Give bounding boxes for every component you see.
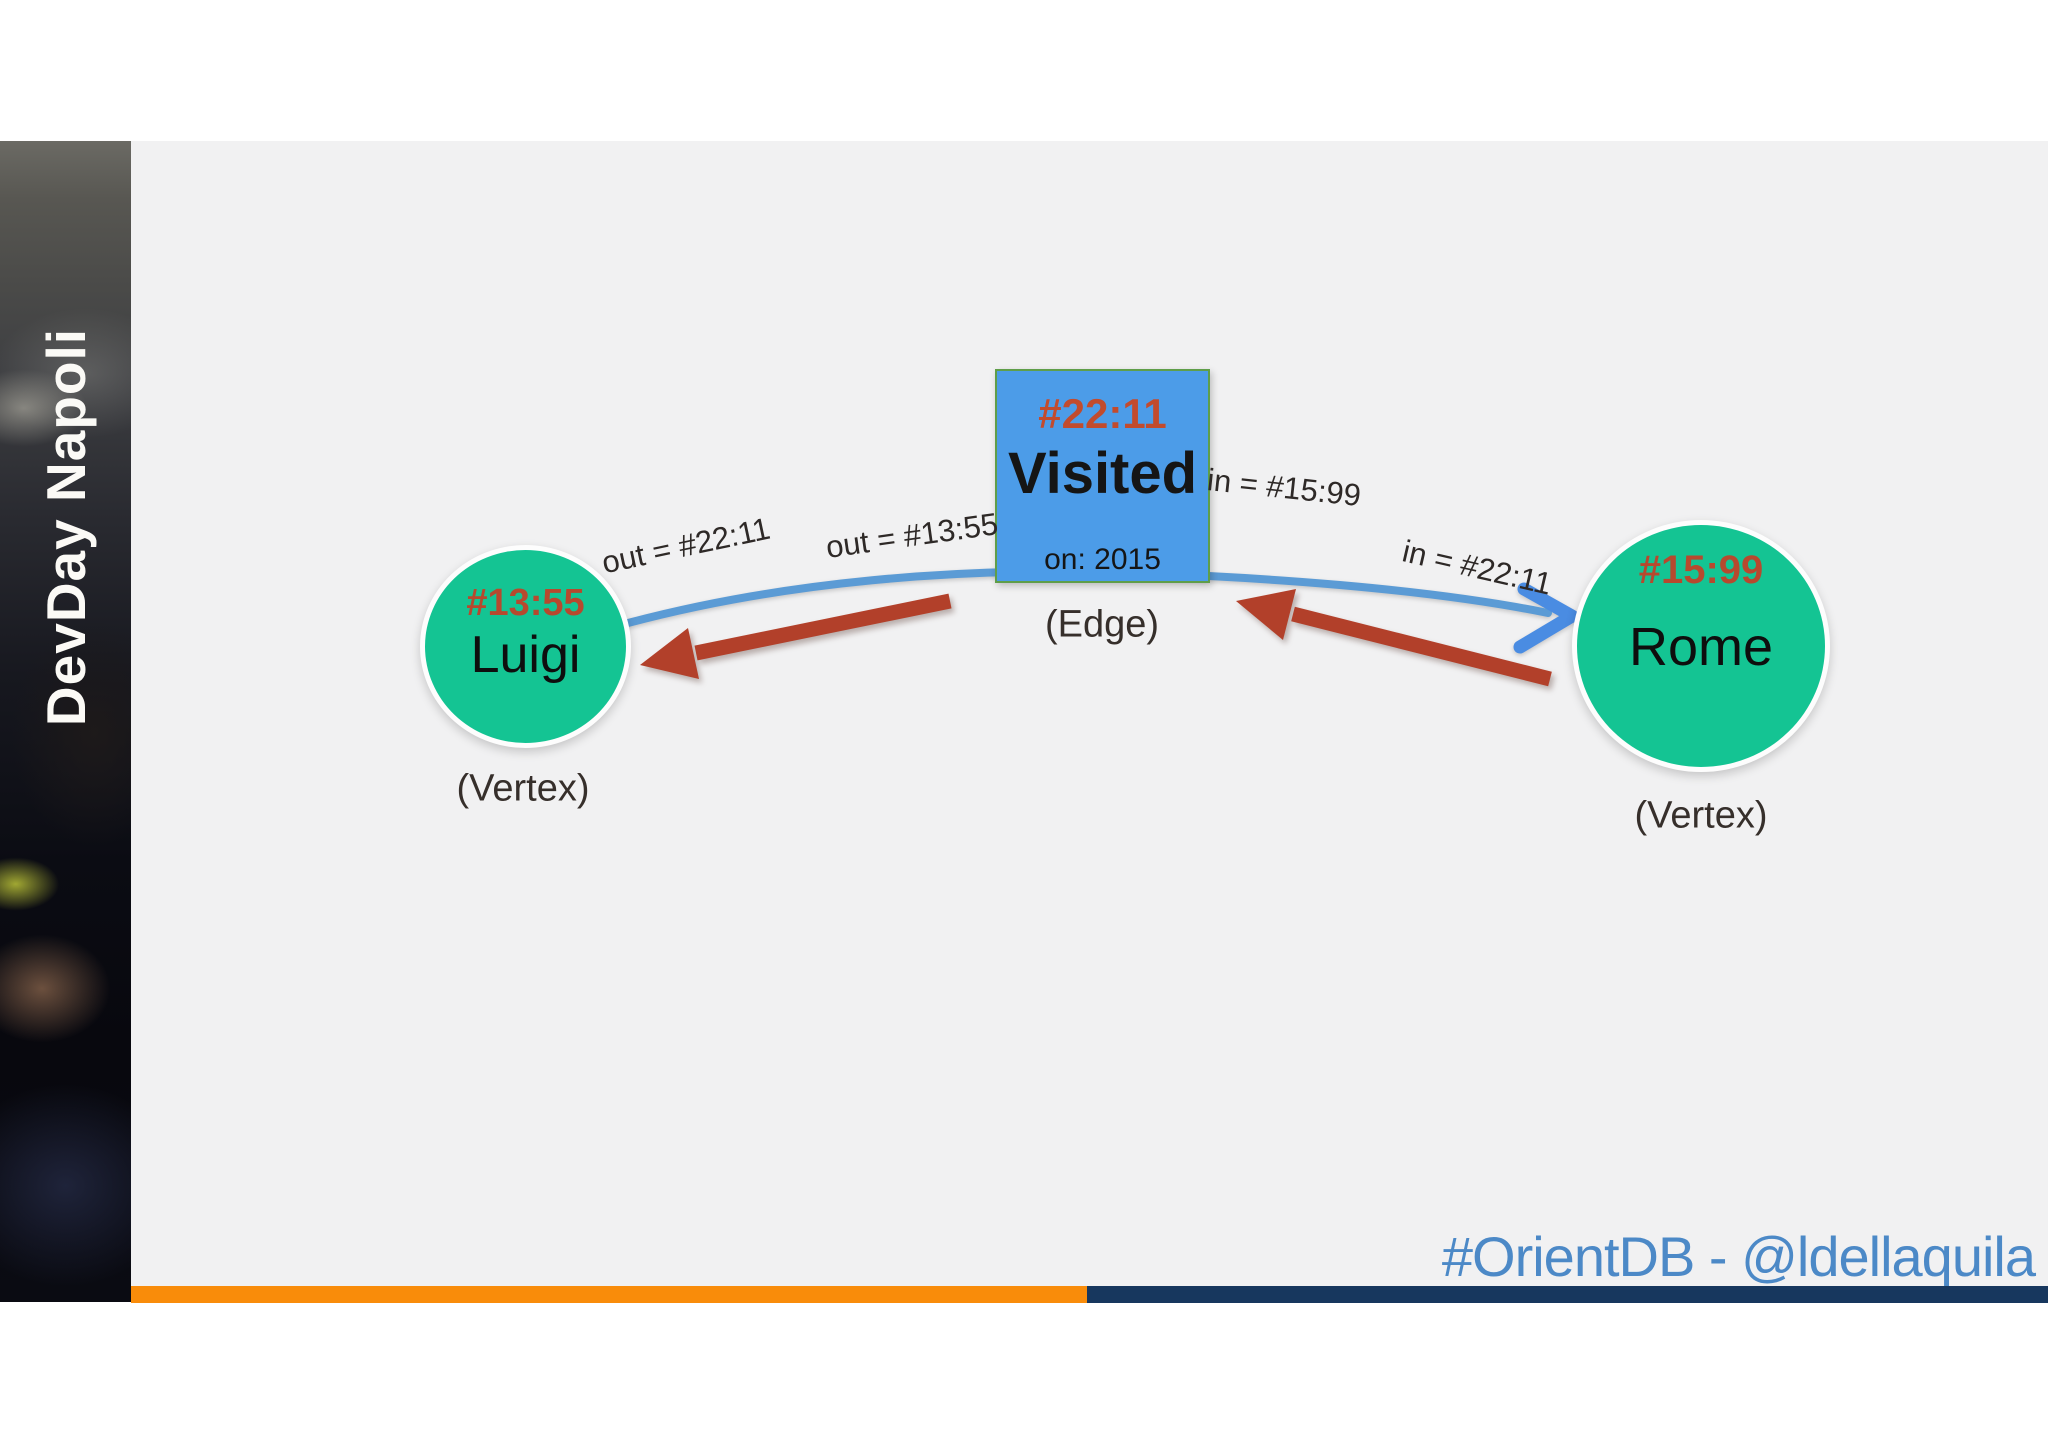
footer-navy-bar	[1087, 1286, 2048, 1303]
arrow-edge-to-luigi	[694, 593, 952, 661]
red-out-in-arrows	[640, 589, 1552, 687]
vertex-luigi-name: Luigi	[470, 625, 581, 684]
arrow-edge-to-luigi-head-icon	[640, 628, 699, 679]
vertex-luigi-type-label: (Vertex)	[456, 767, 590, 810]
edge-visited-property: on: 2015	[1044, 543, 1161, 576]
vertex-rome-rid: #15:99	[1638, 548, 1764, 592]
edge-visited-name: Visited	[1007, 441, 1198, 506]
footer-orange-bar	[131, 1286, 1087, 1303]
edge-visited-rid: #22:11	[1038, 390, 1167, 437]
arrow-rome-to-edge-head-icon	[1236, 589, 1296, 640]
edge-visited: #22:11 Visited on: 2015	[995, 369, 1210, 583]
blue-arrowhead-icon	[1513, 582, 1579, 654]
edge-type-label: (Edge)	[1044, 603, 1160, 646]
vertex-luigi-rid: #13:55	[466, 582, 585, 624]
arrow-rome-to-edge	[1291, 606, 1552, 687]
vertex-rome-type-label: (Vertex)	[1634, 794, 1768, 837]
footer-social-handle: #OrientDB - @ldellaquila	[1441, 1225, 2036, 1288]
webcam-sidebar: DevDay Napoli	[0, 141, 131, 1302]
vertex-rome-name: Rome	[1628, 617, 1774, 677]
vertex-luigi: #13:55 Luigi	[420, 545, 631, 748]
vertex-rome: #15:99 Rome	[1572, 520, 1830, 772]
